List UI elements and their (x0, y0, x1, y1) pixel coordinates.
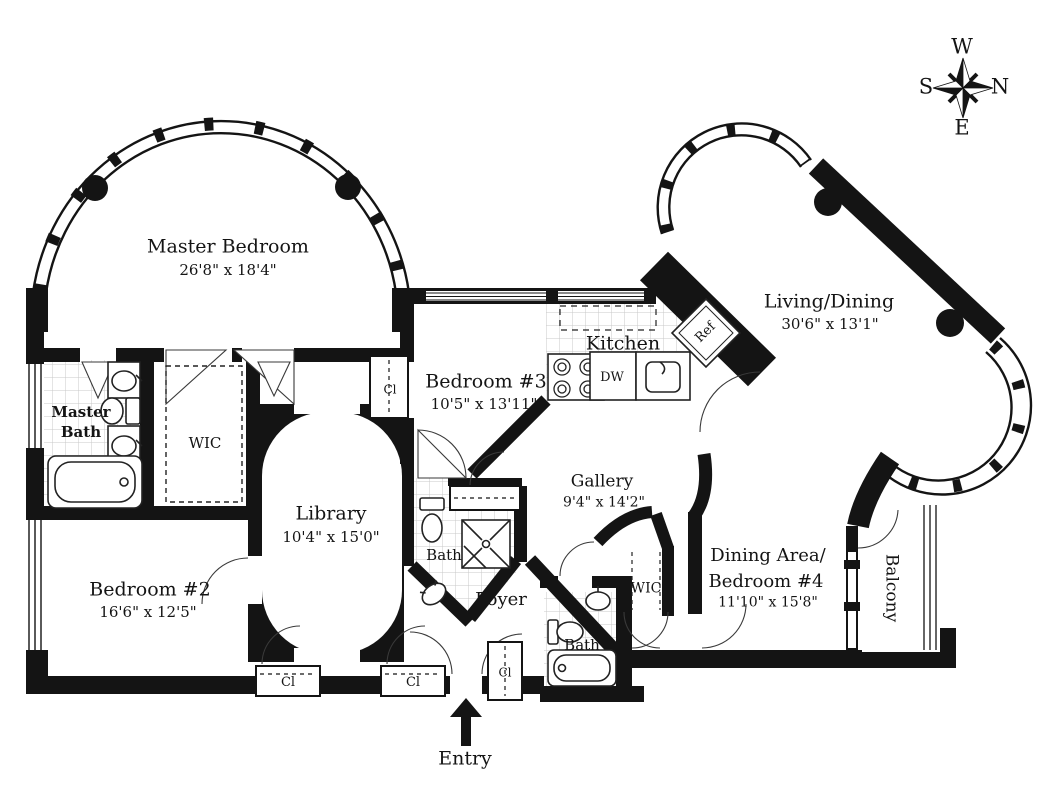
closet-bottom-center-label: Cl (405, 674, 421, 690)
dishwasher (589, 351, 637, 401)
west-windows (28, 362, 42, 652)
bath-2-label: Bath (564, 635, 600, 654)
door-swings (201, 353, 899, 675)
compass-north-label: N (990, 74, 1010, 99)
bedroom-3-label: Bedroom #3 (425, 370, 547, 393)
foyer-label: Foyer (475, 589, 527, 611)
dishwasher-label: DW (600, 369, 624, 385)
dining-area-dims: 11'10" x 15'8" (718, 594, 818, 611)
wic-master-shelving (165, 365, 243, 503)
wic-master-label: WIC (188, 433, 222, 452)
master-bath-fixtures (47, 361, 143, 509)
library-dims: 10'4" x 15'0" (282, 527, 380, 546)
living-dining-dims: 30'6" x 13'1" (781, 314, 879, 333)
master-bay-window (31, 117, 411, 294)
living-bay-windows (656, 122, 1033, 496)
closet-foyer-label: Cl (498, 665, 512, 680)
gallery-label: Gallery (570, 471, 634, 492)
bath-2-fixtures (547, 586, 617, 687)
compass-rose-icon (932, 57, 994, 119)
bedroom-2-dims: 16'6" x 12'5" (99, 602, 197, 621)
wic-hall-shelving (631, 552, 661, 610)
living-dining-label: Living/Dining (763, 290, 895, 313)
master-bath-label-line1: Master (51, 402, 111, 421)
master-bedroom-dims: 26'8" x 18'4" (179, 260, 277, 279)
compass-south-label: S (918, 74, 934, 99)
closet-bottom-left-label: Cl (280, 674, 296, 690)
refrigerator (670, 297, 742, 369)
compass-east-label: E (954, 115, 970, 140)
balcony-windows (923, 505, 937, 650)
dining-area-label-line1: Dining Area/ (710, 545, 826, 567)
entry-label: Entry (438, 747, 492, 770)
library-label: Library (295, 502, 367, 525)
kitchen-fixtures (547, 297, 742, 401)
columns (82, 174, 964, 337)
bedroom-2-label: Bedroom #2 (89, 578, 211, 601)
kitchen-label: Kitchen (585, 332, 661, 355)
master-bedroom-label: Master Bedroom (147, 235, 309, 258)
entry-arrow-icon (450, 698, 482, 746)
wic-hall-label: WIC (630, 580, 662, 597)
balcony-label: Balcony (881, 553, 902, 623)
closet-library-label: Cl (383, 382, 397, 397)
bedroom-3-dims: 10'5" x 13'11" (430, 394, 538, 413)
compass-west-label: W (951, 34, 973, 59)
dining-area-label-line2: Bedroom #4 (708, 571, 824, 593)
closet-boxes (255, 355, 523, 701)
master-bath-label-line2: Bath (60, 422, 102, 441)
gallery-dims: 9'4" x 14'2" (563, 494, 645, 511)
bath-1-label: Bath (426, 545, 462, 564)
door-leaves (81, 349, 468, 479)
walls (26, 117, 1033, 702)
bath-1-fixtures (419, 497, 511, 606)
north-windows (426, 292, 644, 301)
